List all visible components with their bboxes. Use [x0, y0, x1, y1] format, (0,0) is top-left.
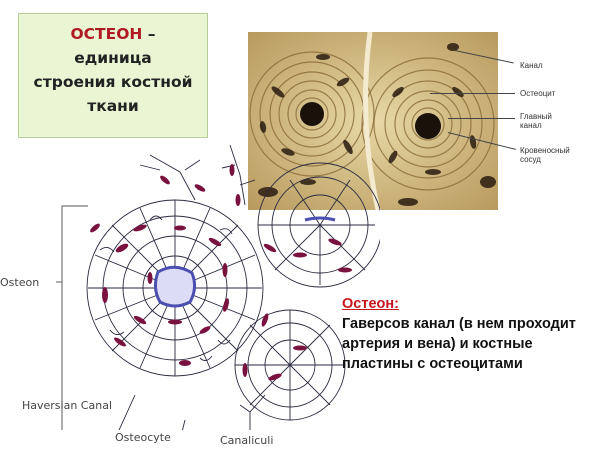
- micrograph-image: [248, 32, 498, 210]
- label-osteocyte: Osteocyte: [115, 431, 171, 444]
- label-haversian-canal: Haversian Canal: [22, 399, 112, 412]
- label-blood-vessel: Кровеносный сосуд: [520, 146, 570, 164]
- description-body: Гаверсов канал (в нем проходит артерия и…: [342, 316, 576, 372]
- title-dash: –: [142, 25, 156, 43]
- osteon-diagram: [56, 144, 380, 430]
- osteon-micrograph: [248, 32, 498, 210]
- label-osteon: Osteon: [0, 276, 40, 289]
- osteon-description: Остеон: Гаверсов канал (в нем проходит а…: [342, 294, 592, 374]
- leader-line-main-canal: [448, 118, 515, 119]
- title-box: ОСТЕОН – единица строения костной ткани: [18, 13, 208, 138]
- label-canaliculi: Canaliculi: [220, 434, 274, 447]
- leader-line-osteocyte: [430, 93, 515, 94]
- title-line-2: единица: [74, 49, 152, 67]
- title-line-3: строения костной: [33, 73, 193, 91]
- title-line-4: ткани: [87, 97, 139, 115]
- title-highlight: ОСТЕОН: [70, 25, 143, 43]
- label-canal: Канал: [520, 61, 543, 70]
- label-osteocyte-ru: Остеоцит: [520, 89, 556, 98]
- label-main-canal: Главный канал: [520, 112, 552, 130]
- description-heading: Остеон:: [342, 296, 399, 312]
- title-line-1: ОСТЕОН –: [19, 22, 207, 46]
